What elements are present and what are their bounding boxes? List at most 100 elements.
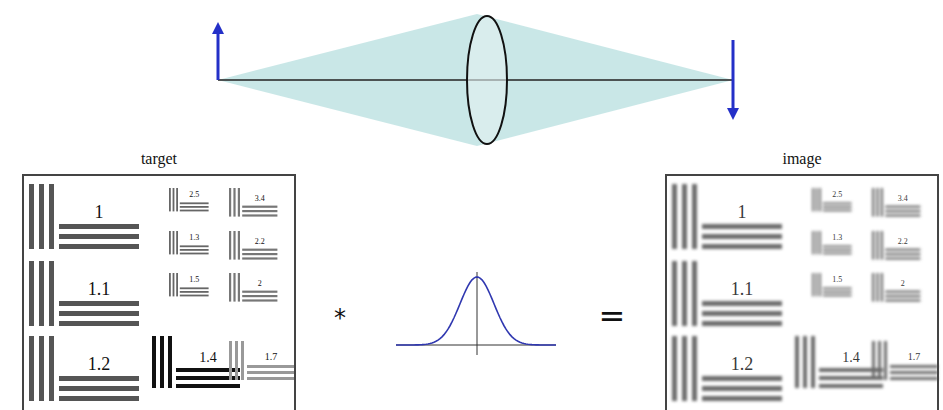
resolution-bar [885,214,920,216]
group-number: 1.7 [265,352,278,362]
resolution-bar [823,291,852,293]
resolution-bar [180,202,209,204]
resolution-bar [881,231,883,260]
resolution-bar [29,184,34,249]
resolution-bar [152,336,156,388]
resolution-bar [180,210,209,212]
operator-symbol: = [599,300,626,332]
resolution-bar [819,188,821,211]
group-number: 2.5 [189,191,199,199]
resolution-bar [885,257,920,259]
resolution-bar [242,257,277,259]
resolution-bar [59,376,139,381]
group-number: 1.1 [731,280,754,298]
group-number: 1 [95,203,104,221]
resolution-bar [823,210,852,212]
group-number: 1.4 [842,351,860,365]
panel-heading: image [665,150,939,168]
object-arrow [217,28,220,80]
resolution-bar [885,206,920,208]
resolution-bar [180,245,209,247]
resolution-bar [811,336,815,388]
resolution-bar [872,341,875,380]
resolution-bar [169,188,171,211]
resolution-bar [819,231,821,254]
image-bars [672,184,938,401]
resolution-bar [672,336,677,401]
resolution-bar [242,206,277,208]
resolution-bar [49,184,54,249]
resolution-bar [682,336,687,401]
target-bars [29,184,295,401]
panel-frame [22,174,296,410]
resolution-bar [59,396,139,401]
group-number: 1.2 [731,355,754,373]
operator-symbol: * [334,306,346,330]
resolution-bar [890,377,938,380]
resolution-bar [229,273,231,302]
resolution-bar [702,234,782,239]
panel-frame [665,174,939,410]
resolution-bar [812,231,814,254]
resolution-bar [247,371,295,374]
resolution-bar [795,336,799,388]
resolution-bar [702,396,782,401]
resolution-bar [816,188,818,211]
resolution-bar [173,273,175,296]
resolution-bar [233,231,235,260]
group-number: 1.3 [189,234,199,242]
resolution-bar [702,321,782,326]
resolution-bar [29,336,34,401]
resolution-bar [173,188,175,211]
resolution-bar [238,231,240,260]
resolution-bar [876,273,878,302]
resolution-bar [180,291,209,293]
resolution-bar [884,341,887,380]
resolution-bar [242,253,277,255]
resolution-bar [59,321,139,326]
resolution-bar [39,184,44,249]
resolution-bar [247,377,295,380]
resolution-bar [233,273,235,302]
resolution-bar [682,261,687,326]
resolution-bar [876,231,878,260]
group-number: 1 [738,203,747,221]
resolution-bar [812,273,814,296]
resolution-bar [59,244,139,249]
resolution-bar [812,188,814,211]
resolution-bar [242,210,277,212]
resolution-bar [242,291,277,293]
resolution-bar [176,273,178,296]
resolution-bar [702,311,782,316]
resolution-bar [238,188,240,217]
group-number: 3.4 [898,195,908,203]
resolution-bar [823,206,852,208]
resolution-bar [29,261,34,326]
resolution-bar [816,273,818,296]
resolution-bar [242,295,277,297]
group-number: 1.5 [832,276,842,284]
resolution-bar [890,365,938,368]
resolution-bar [176,231,178,254]
resolution-bar [173,231,175,254]
resolution-bar [872,231,874,260]
group-number: 2 [258,280,262,288]
resolution-bar [242,249,277,251]
resolution-bar [242,214,277,216]
group-number: 2.2 [898,238,908,246]
group-number: 1.1 [88,280,111,298]
resolution-bar [235,341,238,380]
resolution-bar [242,299,277,301]
resolution-bar [692,336,697,401]
resolution-bar [885,249,920,251]
resolution-bar [876,188,878,217]
resolution-bar [229,188,231,217]
resolution-bar [233,188,235,217]
resolution-bar [160,336,164,388]
group-number: 1.4 [199,351,217,365]
resolution-bar [180,206,209,208]
psf-curve [396,277,556,345]
resolution-bar [49,261,54,326]
group-number: 1.7 [908,352,921,362]
